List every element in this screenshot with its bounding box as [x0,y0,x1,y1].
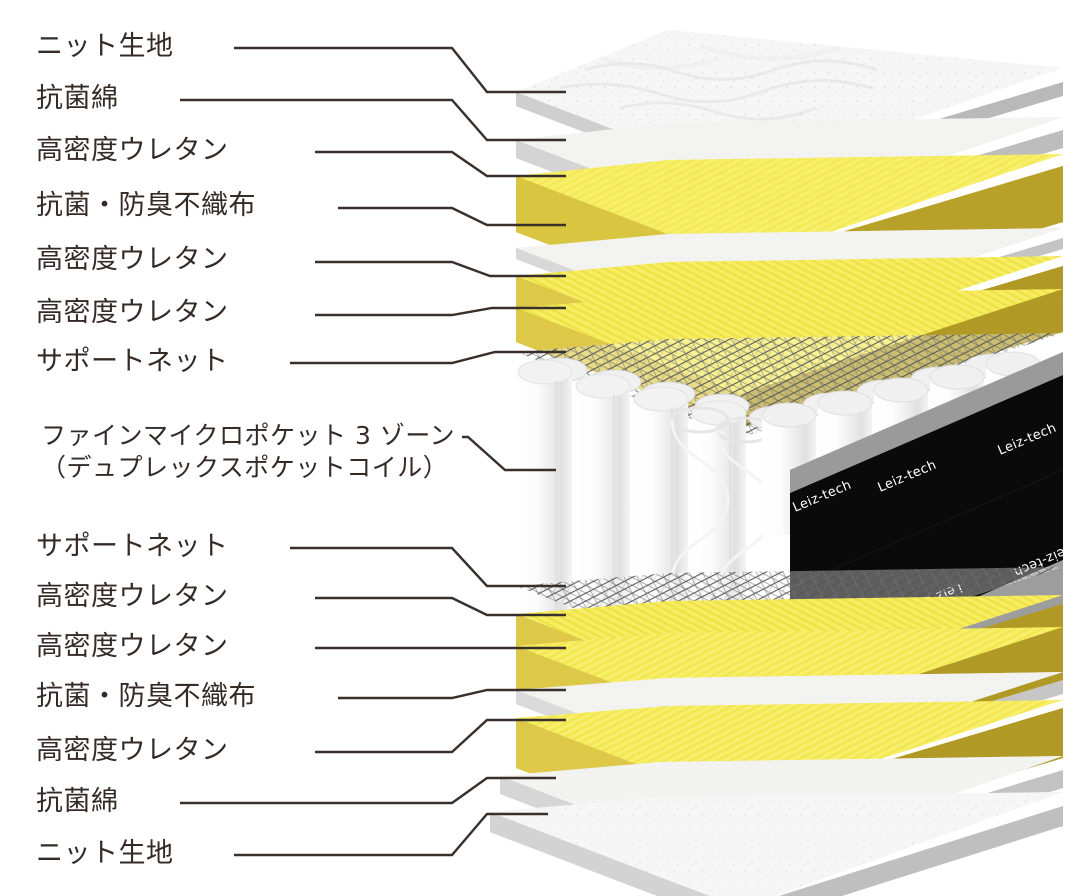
label-high-density-urethane-5: 高密度ウレタン [36,631,229,662]
label-high-density-urethane-2: 高密度ウレタン [36,244,229,275]
label-high-density-urethane-1: 高密度ウレタン [36,135,229,166]
label-fine-micro-pocket-line2: （デュプレックスポケットコイル） [41,453,449,482]
label-knit-fabric-top: ニット生地 [36,31,174,62]
label-antibac-nonwoven-top: 抗菌・防臭不織布 [36,190,256,221]
label-high-density-urethane-3: 高密度ウレタン [36,297,229,328]
label-fine-micro-pocket-3-zone: ファインマイクロポケット 3 ゾーン （デュプレックスポケットコイル） [41,420,455,484]
label-antibac-nonwoven-bottom: 抗菌・防臭不織布 [36,681,256,712]
layer-knit-fabric-bottom [490,792,1063,896]
label-high-density-urethane-4: 高密度ウレタン [36,581,229,612]
label-high-density-urethane-6: 高密度ウレタン [36,735,229,766]
label-support-net-top: サポートネット [36,346,229,377]
label-antibacterial-cotton-top: 抗菌綿 [36,83,119,114]
label-support-net-bottom: サポートネット [36,531,229,562]
label-fine-micro-pocket-line1: ファインマイクロポケット 3 ゾーン [41,421,456,450]
label-antibacterial-cotton-bottom: 抗菌綿 [36,786,119,817]
layer-support-net-top [516,333,1063,438]
label-knit-fabric-bottom: ニット生地 [36,838,174,869]
